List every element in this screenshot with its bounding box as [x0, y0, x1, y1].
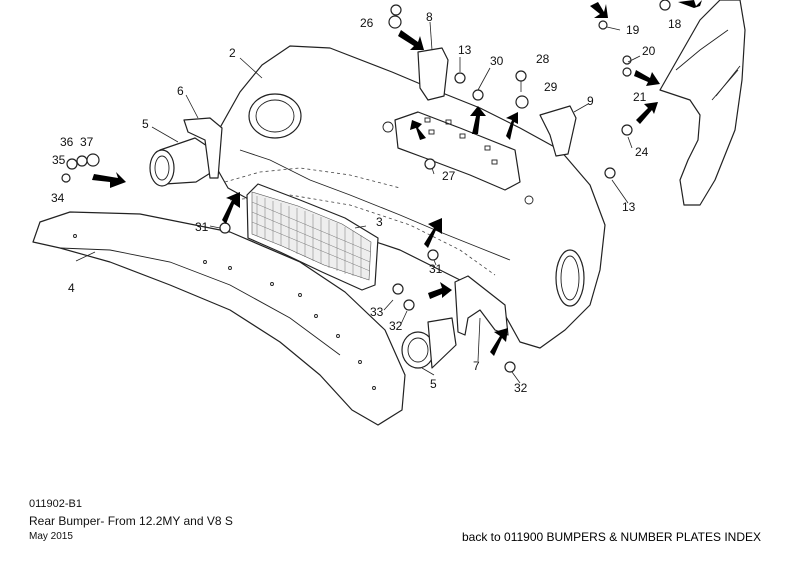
callout-5: 5: [142, 117, 149, 131]
exhaust-bracket-right: [454, 275, 509, 336]
callout-32: 32: [389, 319, 403, 333]
callout-30: 30: [490, 54, 504, 68]
callout-31: 31: [195, 220, 209, 234]
callout-35: 35: [52, 153, 66, 167]
callout-13: 13: [458, 43, 472, 57]
callout-7: 7: [473, 359, 480, 373]
diagram-reference: 011902-B1: [29, 498, 83, 510]
exhaust-finisher-left: [149, 137, 213, 187]
quarter-extension: [659, 0, 746, 206]
left-reflector-opening: [248, 93, 302, 139]
valance-holes: [73, 234, 376, 390]
callout-34: 34: [51, 191, 65, 205]
callout-36: 36: [60, 135, 74, 149]
lower-valance: [32, 211, 406, 426]
callout-27: 27: [442, 169, 456, 183]
callout-4: 4: [68, 281, 75, 295]
callout-32b: 32: [514, 381, 528, 395]
callout-28: 28: [536, 52, 550, 66]
callout-8: 8: [426, 10, 433, 24]
callouts: 2 6 5 36 37 35 34 31 4 3 26 8 13 30 28 2…: [51, 10, 682, 395]
number-plate-recess: [394, 111, 521, 191]
fasteners: [61, 0, 671, 373]
callout-26: 26: [360, 16, 374, 30]
assembly-arrows: [92, 0, 702, 356]
callout-19: 19: [626, 23, 640, 37]
diagram-title: Rear Bumper- From 12.2MY and V8 S: [29, 514, 233, 528]
callout-24: 24: [635, 145, 649, 159]
right-reflector-opening: [555, 249, 585, 307]
callout-13b: 13: [622, 200, 636, 214]
bracket-8: [417, 47, 449, 101]
back-to-index-link[interactable]: back to 011900 BUMPERS & NUMBER PLATES I…: [462, 530, 761, 544]
callout-31b: 31: [429, 262, 443, 276]
mesh-grille: [246, 183, 379, 291]
bracket-9: [539, 105, 577, 157]
callout-6: 6: [177, 84, 184, 98]
exhaust-finisher-right: [401, 317, 457, 369]
callout-9: 9: [587, 94, 594, 108]
callout-20: 20: [642, 44, 656, 58]
diagram-date: May 2015: [29, 531, 73, 542]
callout-29: 29: [544, 80, 558, 94]
exhaust-bracket-left: [183, 117, 223, 179]
callout-2: 2: [229, 46, 236, 60]
callout-3: 3: [376, 215, 383, 229]
callout-5b: 5: [430, 377, 437, 391]
callout-37: 37: [80, 135, 94, 149]
parts-diagram: 2 6 5 36 37 35 34 31 4 3 26 8 13 30 28 2…: [32, 0, 746, 426]
callout-18: 18: [668, 17, 682, 31]
callout-33: 33: [370, 305, 384, 319]
callout-21: 21: [633, 90, 647, 104]
